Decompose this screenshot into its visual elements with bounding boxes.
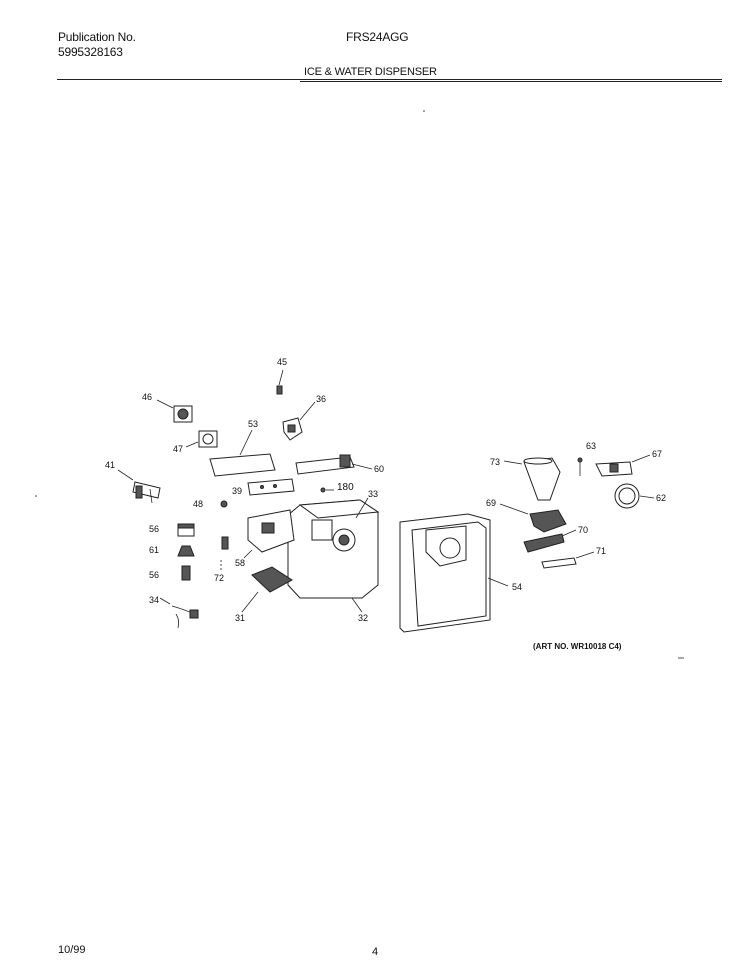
part-48: [220, 500, 228, 508]
header-rule-secondary: [300, 81, 722, 82]
art-number: (ART NO. WR10018 C4): [533, 642, 622, 651]
part-36: [282, 401, 316, 441]
callout-31: 31: [235, 613, 245, 623]
part-34: [159, 597, 199, 629]
part-70: [523, 529, 577, 553]
part-53: [209, 429, 276, 477]
model-number: FRS24AGG: [346, 30, 409, 44]
callout-56-upper: 56: [149, 524, 159, 534]
page-number: 4: [372, 946, 379, 958]
part-71: [541, 551, 595, 569]
callout-54: 54: [512, 582, 522, 592]
callout-33: 33: [368, 489, 378, 499]
callout-72: 72: [214, 573, 224, 583]
stray-mark: [423, 110, 425, 112]
part-63: [577, 457, 583, 476]
footer-date: 10/99: [58, 944, 86, 956]
callout-73: 73: [490, 457, 500, 467]
part-180: [320, 487, 334, 493]
part-56-upper: [177, 523, 195, 537]
part-60: [295, 454, 373, 475]
callout-34: 34: [149, 595, 159, 605]
part-47: [185, 430, 218, 448]
callout-63: 63: [586, 441, 596, 451]
callout-60: 60: [374, 464, 384, 474]
part-45: [276, 369, 284, 395]
part-67: [595, 454, 651, 477]
part-62: [614, 483, 655, 509]
callout-67: 67: [652, 449, 662, 459]
part-54: [399, 513, 509, 633]
section-title: ICE & WATER DISPENSER: [304, 66, 437, 78]
callout-70: 70: [578, 525, 588, 535]
part-46: [156, 399, 193, 423]
part-41: [117, 469, 161, 504]
callout-61: 61: [149, 545, 159, 555]
part-69: [499, 503, 567, 533]
callout-48: 48: [193, 499, 203, 509]
callout-41: 41: [105, 460, 115, 470]
callout-71: 71: [596, 546, 606, 556]
part-72: [220, 536, 229, 572]
part-56-lower: [181, 565, 191, 581]
callout-62: 62: [656, 493, 666, 503]
stray-mark: [35, 495, 37, 497]
callout-180: 180: [337, 482, 354, 493]
dispenser-assembly: [287, 497, 380, 613]
callout-47: 47: [173, 444, 183, 454]
callout-58: 58: [235, 558, 245, 568]
callout-69: 69: [486, 498, 496, 508]
part-58: [243, 509, 295, 559]
callout-36: 36: [316, 394, 326, 404]
part-39: [247, 478, 295, 496]
callout-32: 32: [358, 613, 368, 623]
callout-39: 39: [232, 486, 242, 496]
callout-56-lower: 56: [149, 570, 159, 580]
publication-number: 5995328163: [58, 45, 123, 59]
publication-label: Publication No.: [58, 30, 136, 44]
part-31: [241, 566, 293, 613]
callout-45: 45: [277, 357, 287, 367]
callout-53: 53: [248, 419, 258, 429]
callout-46: 46: [142, 392, 152, 402]
part-73: [503, 457, 561, 501]
header-rule: [57, 79, 722, 80]
part-61: [177, 545, 195, 557]
